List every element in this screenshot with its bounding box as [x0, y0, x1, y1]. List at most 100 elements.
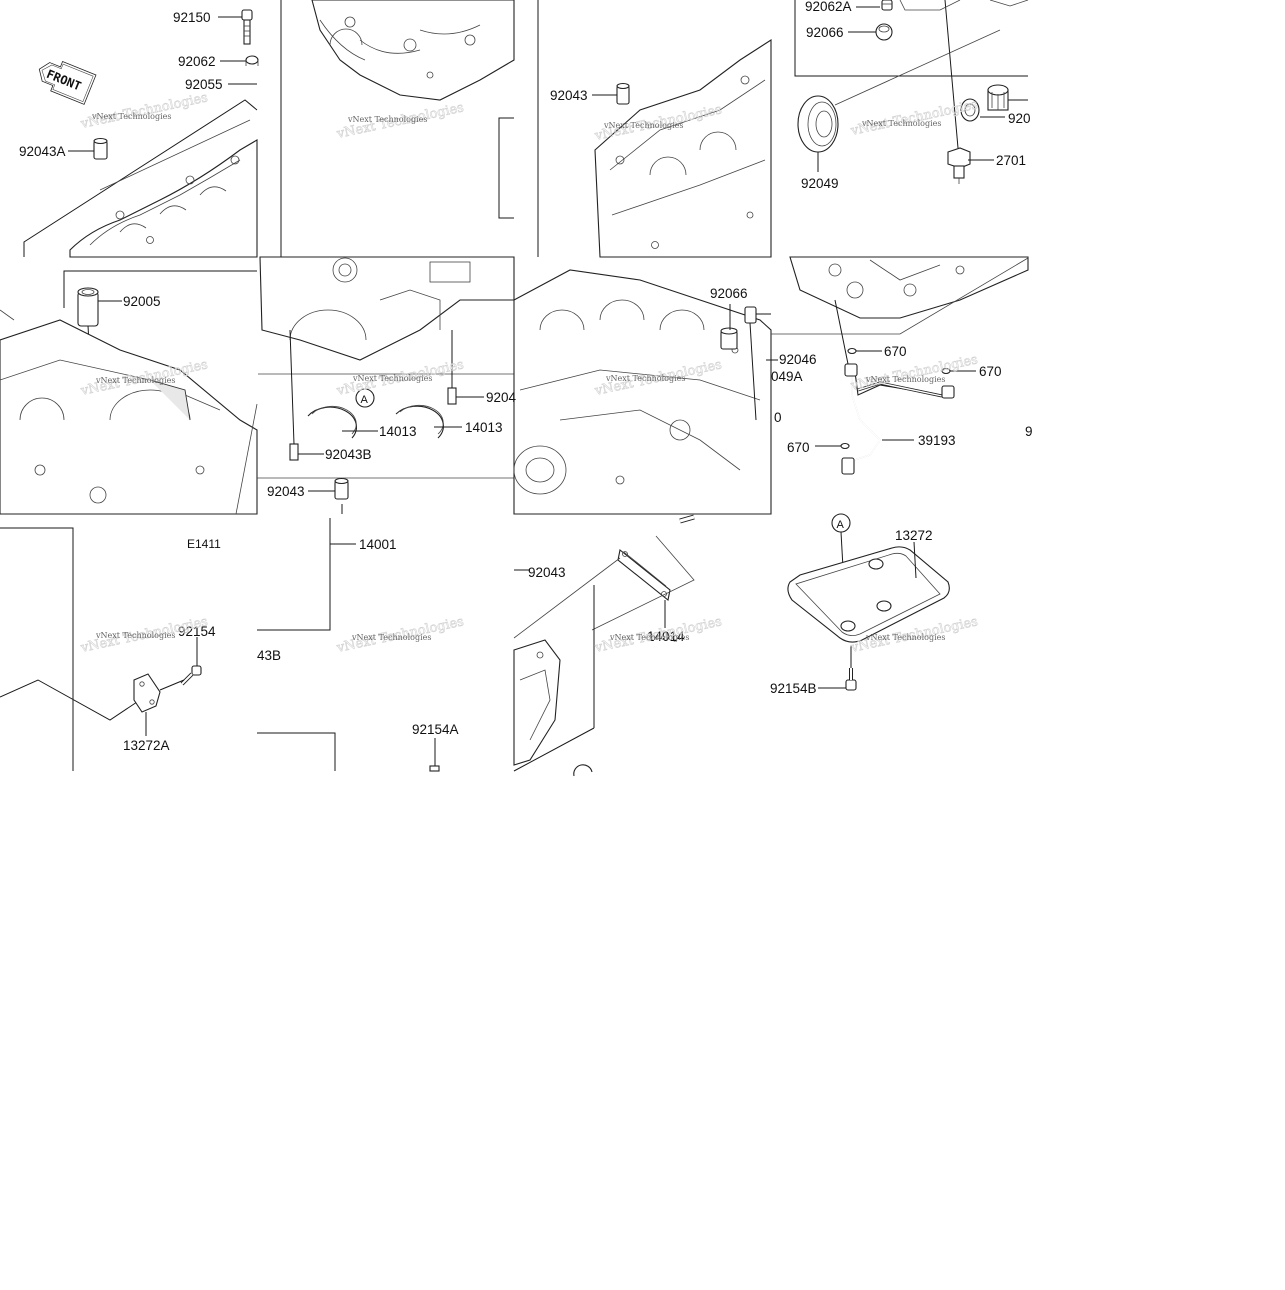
- label-92043A[interactable]: 92043A: [19, 144, 66, 159]
- label-670-a[interactable]: 670: [884, 344, 907, 359]
- label-92055[interactable]: 92055: [185, 77, 223, 92]
- label-9204-partial[interactable]: 9204: [486, 390, 517, 405]
- seal-9205-icon: [960, 98, 980, 122]
- label-92043B[interactable]: 92043B: [325, 447, 372, 462]
- oil-pipe-39193-icon: [841, 363, 955, 475]
- wm-1: vNext Technologies: [91, 112, 171, 121]
- wm-3: vNext Technologies: [603, 121, 683, 130]
- label-92154A[interactable]: 92154A: [412, 722, 459, 737]
- callout-a-circle-bottom: A: [831, 513, 851, 533]
- label-92154B[interactable]: 92154B: [770, 681, 817, 696]
- dowel-92005-icon: [77, 287, 99, 327]
- bolt-92154A-icon: [429, 765, 440, 772]
- crankcase-upper-sketch: [23, 99, 258, 258]
- tile-bottom-mid-left: [257, 477, 440, 772]
- label-13272A[interactable]: 13272A: [123, 738, 170, 753]
- callout-a-mid-text: A: [361, 394, 369, 406]
- tile-bottom-left: [0, 527, 202, 771]
- label-far-right-partial[interactable]: 9: [1025, 424, 1033, 439]
- crankcase-oil-gallery-sketch: [789, 256, 1029, 319]
- tile-bottom-mid-right: [513, 514, 695, 777]
- label-670-b[interactable]: 670: [979, 364, 1002, 379]
- washer-92062-icon: [245, 55, 259, 66]
- tile-top-right: [794, 0, 1029, 184]
- oil-pan-cover-13272-icon: [787, 546, 950, 643]
- cover-13272A-icon: [133, 673, 161, 713]
- label-92043-br[interactable]: 92043: [528, 565, 566, 580]
- crankcase-block-sketch: [0, 309, 258, 515]
- plug-92062A-icon: [881, 0, 893, 11]
- tile-top-left: FRONT: [23, 9, 259, 258]
- crankcase-top-sketch: [311, 0, 515, 101]
- label-92046[interactable]: 92046: [779, 352, 817, 367]
- label-39193[interactable]: 39193: [918, 433, 956, 448]
- label-92005[interactable]: 92005: [123, 294, 161, 309]
- tile-mid-left: [0, 270, 258, 515]
- cap-92066-icon: [875, 23, 893, 41]
- needle-bearing-icon: [987, 84, 1009, 111]
- wm-11: vNext Technologies: [609, 633, 689, 642]
- wm-10: vNext Technologies: [351, 633, 431, 642]
- cap-92066-mid-icon: [720, 327, 738, 350]
- wm-2: vNext Technologies: [347, 115, 427, 124]
- label-92150[interactable]: 92150: [173, 10, 211, 25]
- bolt-14014-icon: [679, 514, 695, 524]
- crankcase-lower-half-sketch: [594, 38, 772, 258]
- breather-cover-14014-icon: [617, 549, 671, 601]
- pressure-switch-27010-icon: [947, 147, 971, 184]
- label-14013-right[interactable]: 14013: [465, 420, 503, 435]
- crankcase-journal-sketch: [259, 256, 515, 361]
- wm-8: vNext Technologies: [865, 375, 945, 384]
- label-14013-left[interactable]: 14013: [379, 424, 417, 439]
- crankcase-lower-sketch: [513, 269, 772, 515]
- label-92049[interactable]: 92049: [801, 176, 839, 191]
- callout-a-bottom-text: A: [837, 519, 845, 531]
- dowel-92043-bottom-icon: [334, 477, 349, 500]
- dowel-92043A-icon: [93, 137, 108, 160]
- region-code: E1411: [187, 537, 221, 551]
- tile-mid-mid-left: A: [257, 256, 515, 479]
- dowel-92043-top-icon: [616, 82, 630, 105]
- bolt-92150-icon: [241, 9, 253, 45]
- tile-mid-right: [771, 256, 1029, 475]
- label-9205-partial[interactable]: 920: [1008, 111, 1031, 126]
- label-92062[interactable]: 92062: [178, 54, 216, 69]
- label-92043-bottom[interactable]: 92043: [267, 484, 305, 499]
- label-92154[interactable]: 92154: [178, 624, 216, 639]
- wm-5: vNext Technologies: [95, 376, 175, 385]
- bolt-92154B-icon: [845, 668, 857, 691]
- label-43B-partial[interactable]: 43B: [257, 648, 281, 663]
- label-92062A[interactable]: 92062A: [805, 0, 852, 14]
- label-ten-partial[interactable]: 0: [774, 410, 782, 425]
- label-92043-top[interactable]: 92043: [550, 88, 588, 103]
- washer-670-a-icon: [847, 347, 857, 355]
- tile-top-mid-right: [537, 0, 772, 258]
- label-92066-mid[interactable]: 92066: [710, 286, 748, 301]
- tile-top-mid-left: [280, 0, 515, 257]
- label-13272[interactable]: 13272: [895, 528, 933, 543]
- wm-4: vNext Technologies: [861, 119, 941, 128]
- label-670-c[interactable]: 670: [787, 440, 810, 455]
- label-92049A-partial[interactable]: 049A: [771, 369, 803, 384]
- callout-a-circle-mid: A: [355, 388, 375, 408]
- wm-7: vNext Technologies: [605, 374, 685, 383]
- bolt-92154-icon: [180, 665, 202, 686]
- wm-6: vNext Technologies: [352, 374, 432, 383]
- front-arrow-icon: FRONT: [38, 61, 97, 105]
- label-14001[interactable]: 14001: [359, 537, 397, 552]
- washer-670-c-icon: [840, 442, 850, 450]
- crankcase-lower-corner-sketch: [513, 639, 561, 766]
- wm-ghost-8: vNext Technologies: [849, 352, 979, 394]
- part-labels: 92150 92062A 92062 92055 92066 92043 920…: [19, 0, 1033, 753]
- label-27010-partial[interactable]: 2701: [996, 153, 1026, 168]
- label-92066-top[interactable]: 92066: [806, 25, 844, 40]
- tile-bottom-right: A: [787, 513, 950, 691]
- label-14014[interactable]: 14014: [647, 629, 685, 644]
- wm-12: vNext Technologies: [865, 633, 945, 642]
- dowel-92046-icon: [744, 306, 757, 324]
- dowel-92043B-icon: [289, 443, 299, 461]
- dowel-9204-mid-icon: [447, 387, 457, 405]
- callout-arc-partial: [573, 764, 593, 777]
